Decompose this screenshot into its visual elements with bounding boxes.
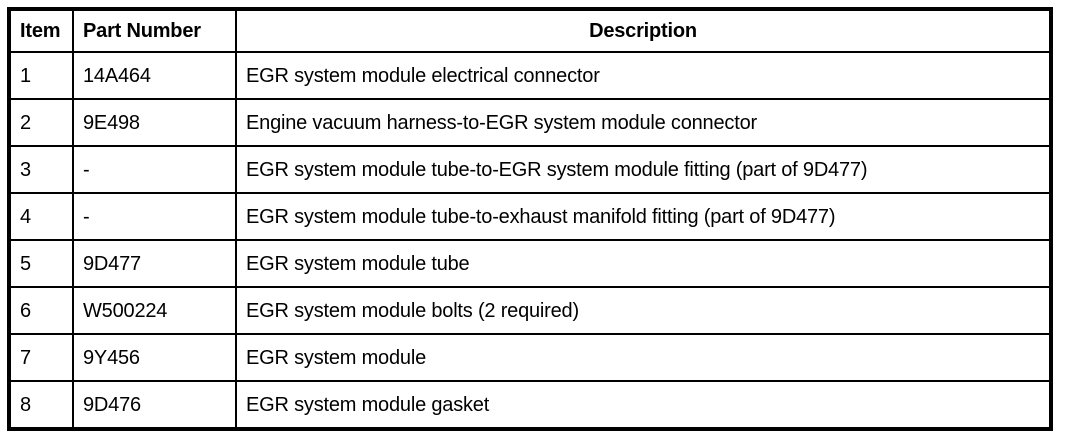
part-number-cell: 9E498 xyxy=(72,98,237,147)
table-row: 8 9D476 EGR system module gasket xyxy=(8,380,1052,430)
table-header-row: Item Part Number Description xyxy=(8,8,1052,53)
table-body: 1 14A464 EGR system module electrical co… xyxy=(8,51,1052,430)
table-row: 5 9D477 EGR system module tube xyxy=(8,239,1052,288)
item-cell: 4 xyxy=(8,192,74,241)
table-row: 1 14A464 EGR system module electrical co… xyxy=(8,51,1052,100)
part-number-cell: - xyxy=(72,145,237,194)
item-cell: 6 xyxy=(8,286,74,335)
item-cell: 8 xyxy=(8,380,74,430)
table-row: 7 9Y456 EGR system module xyxy=(8,333,1052,382)
item-cell: 7 xyxy=(8,333,74,382)
column-header-description: Description xyxy=(235,8,1052,53)
part-number-cell: 9Y456 xyxy=(72,333,237,382)
table-header: Item Part Number Description xyxy=(8,8,1052,53)
description-cell: EGR system module tube-to-exhaust manifo… xyxy=(235,192,1052,241)
description-cell: EGR system module bolts (2 required) xyxy=(235,286,1052,335)
description-cell: EGR system module tube-to-EGR system mod… xyxy=(235,145,1052,194)
table-row: 3 - EGR system module tube-to-EGR system… xyxy=(8,145,1052,194)
table-row: 2 9E498 Engine vacuum harness-to-EGR sys… xyxy=(8,98,1052,147)
description-cell: EGR system module electrical connector xyxy=(235,51,1052,100)
part-number-cell: 14A464 xyxy=(72,51,237,100)
item-cell: 2 xyxy=(8,98,74,147)
part-number-cell: 9D477 xyxy=(72,239,237,288)
table-row: 6 W500224 EGR system module bolts (2 req… xyxy=(8,286,1052,335)
column-header-part-number: Part Number xyxy=(72,8,237,53)
part-number-cell: 9D476 xyxy=(72,380,237,430)
table-row: 4 - EGR system module tube-to-exhaust ma… xyxy=(8,192,1052,241)
item-cell: 1 xyxy=(8,51,74,100)
description-cell: EGR system module xyxy=(235,333,1052,382)
description-cell: Engine vacuum harness-to-EGR system modu… xyxy=(235,98,1052,147)
column-header-item: Item xyxy=(8,8,74,53)
description-cell: EGR system module gasket xyxy=(235,380,1052,430)
parts-table: Item Part Number Description 1 14A464 EG… xyxy=(7,7,1053,431)
part-number-cell: W500224 xyxy=(72,286,237,335)
item-cell: 3 xyxy=(8,145,74,194)
part-number-cell: - xyxy=(72,192,237,241)
item-cell: 5 xyxy=(8,239,74,288)
description-cell: EGR system module tube xyxy=(235,239,1052,288)
